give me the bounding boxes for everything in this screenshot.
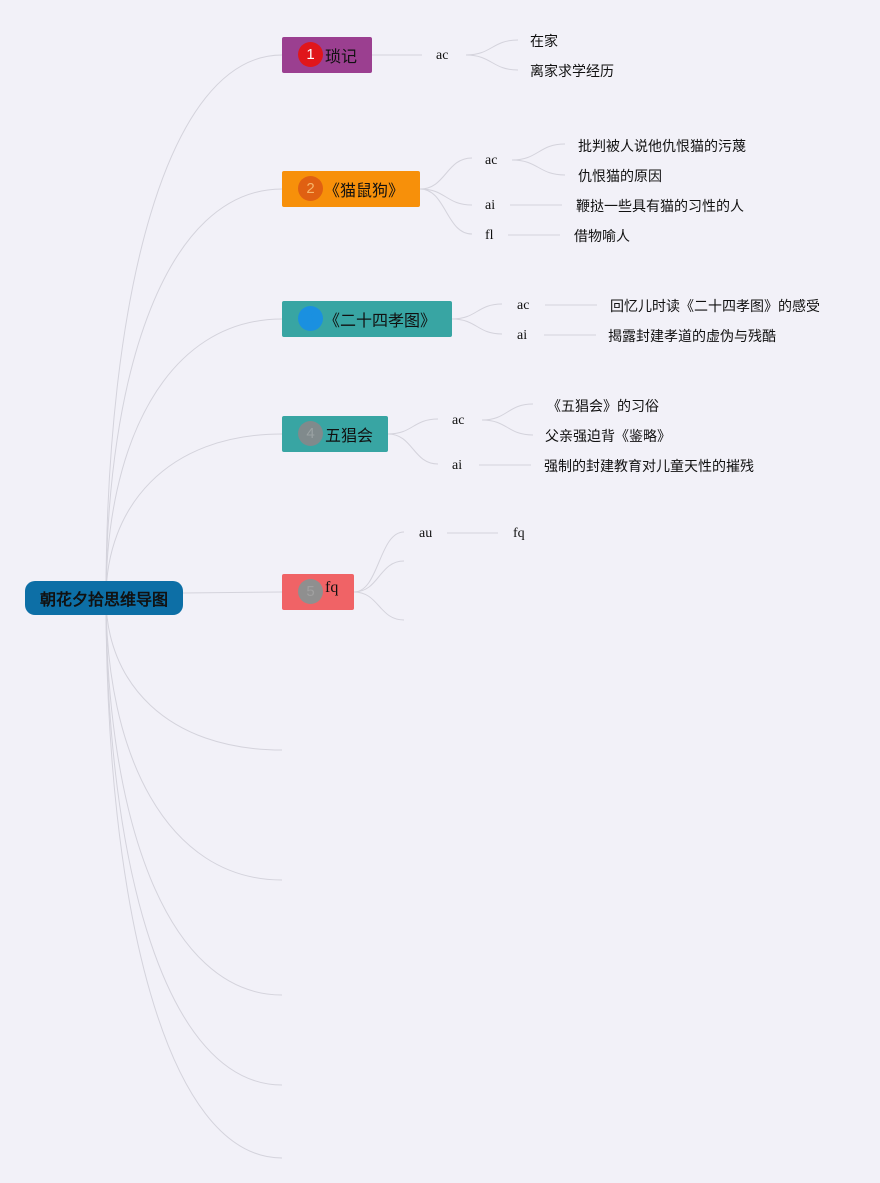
tag-2-3[interactable]: fl <box>485 228 494 243</box>
tag-3-2[interactable]: ai <box>517 328 528 343</box>
branch-label-4: 五猖会 <box>325 426 374 445</box>
link-b3-t2 <box>451 318 503 335</box>
tag-3-1[interactable]: ac <box>517 298 530 313</box>
branch-label-3: 《二十四孝图》 <box>324 311 437 330</box>
branch-number-badge-3: 3 <box>298 306 323 331</box>
link-b3-t1 <box>451 303 503 320</box>
leaf-3-2-1[interactable]: 揭露封建孝道的虚伪与残酷 <box>608 329 776 345</box>
link-b4-t1 <box>387 418 439 435</box>
branch-node-2[interactable]: 2 《猫鼠狗》 <box>282 171 420 207</box>
link-b1-l2 <box>465 54 519 71</box>
root-link-4 <box>105 433 283 599</box>
root-link-3 <box>105 318 283 599</box>
tag-2-2[interactable]: ai <box>485 198 496 213</box>
link-b2-t2 <box>419 188 473 206</box>
root-link-empty-1 <box>105 597 283 751</box>
root-link-empty-5 <box>105 597 283 1159</box>
root-node[interactable]: 朝花夕拾思维导图 <box>25 581 183 615</box>
root-link-empty-3 <box>105 597 283 996</box>
tag-4-1[interactable]: ac <box>452 413 465 428</box>
root-label: 朝花夕拾思维导图 <box>39 590 168 609</box>
root-link-1 <box>105 54 283 599</box>
link-b4-l1 <box>481 403 534 421</box>
link-b5-t2 <box>353 560 405 593</box>
leaf-3-1-1[interactable]: 回忆儿时读《二十四孝图》的感受 <box>610 299 820 315</box>
branch-node-5[interactable]: 5 fq <box>282 574 354 610</box>
link-b2-l1 <box>511 143 566 161</box>
leaf-4-1-2[interactable]: 父亲强迫背《鉴略》 <box>545 429 671 445</box>
leaf-1-1-1[interactable]: 在家 <box>530 34 558 50</box>
link-b2-t3 <box>419 188 473 235</box>
tag-1-1[interactable]: ac <box>436 48 449 63</box>
branch-label-2: 《猫鼠狗》 <box>324 181 405 200</box>
branch-number-badge-5: 5 <box>298 579 323 604</box>
tag-4-2[interactable]: ai <box>452 458 463 473</box>
branch-label-1: 琐记 <box>325 47 358 66</box>
link-b1-l1 <box>465 39 519 56</box>
link-b4-l2 <box>481 419 534 436</box>
leaf-2-2-1[interactable]: 鞭挞一些具有猫的习性的人 <box>576 199 744 215</box>
leaf-2-1-1[interactable]: 批判被人说他仇恨猫的污蔑 <box>578 139 746 155</box>
link-b5-t1 <box>353 531 405 593</box>
leaf-2-1-2[interactable]: 仇恨猫的原因 <box>578 169 662 185</box>
branch-number-badge-4: 4 <box>298 421 323 446</box>
branch-node-4[interactable]: 4 五猖会 <box>282 416 388 452</box>
link-b2-t1 <box>419 157 473 190</box>
root-link-empty-4 <box>105 597 283 1086</box>
tag-2-1[interactable]: ac <box>485 153 498 168</box>
branch-number-badge-2: 2 <box>298 176 323 201</box>
leaf-4-2-1[interactable]: 强制的封建教育对儿童天性的摧残 <box>544 459 754 475</box>
branch-node-1[interactable]: 1 琐记 <box>282 37 372 73</box>
root-link-2 <box>105 188 283 599</box>
branch-label-5: fq <box>325 579 339 596</box>
root-link-empty-2 <box>105 597 283 881</box>
branch-number-badge-1: 1 <box>298 42 323 67</box>
branch-node-3[interactable]: 3 《二十四孝图》 <box>282 301 452 337</box>
leaf-2-3-1[interactable]: 借物喻人 <box>574 229 630 245</box>
link-b5-t3 <box>353 591 405 621</box>
leaf-1-1-2[interactable]: 离家求学经历 <box>530 64 614 80</box>
leaf-5-1-1[interactable]: fq <box>513 526 525 541</box>
root-link-5 <box>182 591 283 594</box>
link-b2-l2 <box>511 159 566 176</box>
link-b4-t2 <box>387 433 439 465</box>
tag-5-1[interactable]: au <box>419 526 433 541</box>
leaf-4-1-1[interactable]: 《五猖会》的习俗 <box>547 399 659 415</box>
